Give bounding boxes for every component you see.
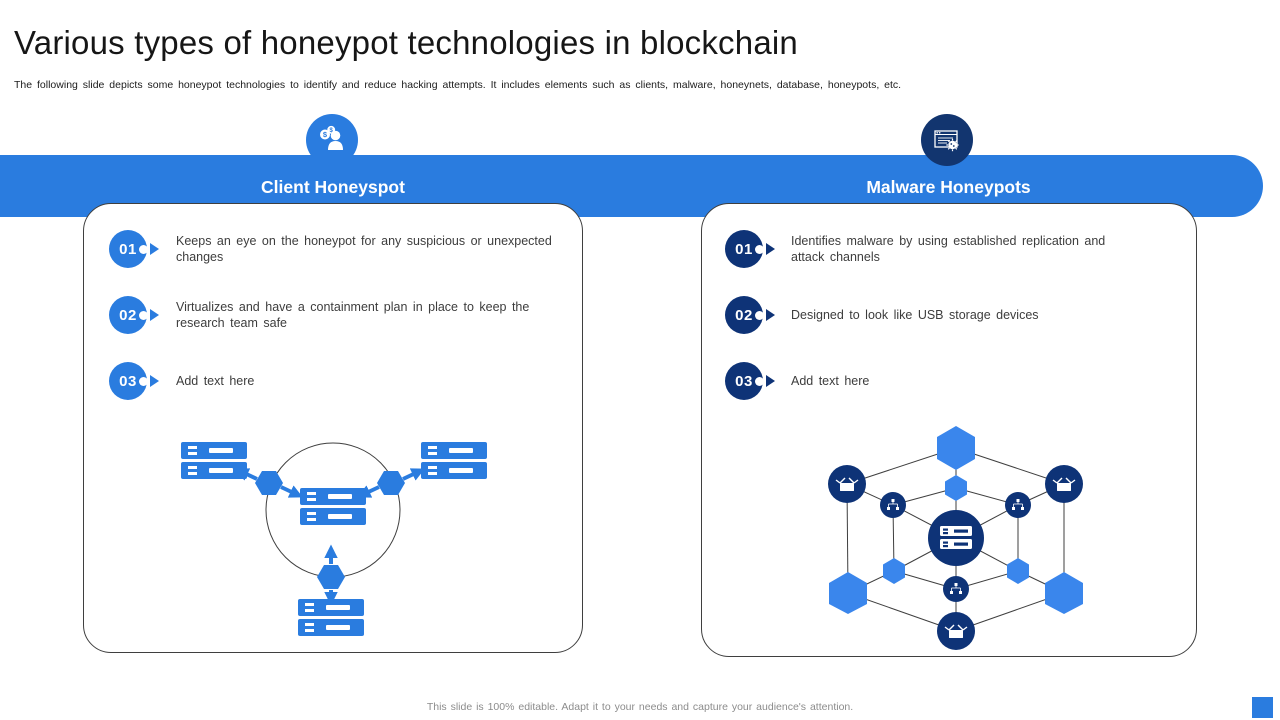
list-item: 03 Add text here — [725, 362, 1185, 400]
step-number: 03 — [735, 372, 753, 390]
marker-dot — [755, 244, 764, 254]
server-stack-icons — [181, 442, 487, 636]
network-node-icons — [880, 492, 1031, 602]
svg-text:$: $ — [323, 130, 328, 139]
item-text: Keeps an eye on the honeypot for any sus… — [176, 233, 552, 265]
marker-dot — [139, 244, 148, 254]
step-number: 01 — [119, 240, 137, 258]
malware-honeypots-card: 01 Identifies malware by using establish… — [701, 203, 1197, 657]
item-text: Identifies malware by using established … — [791, 233, 1106, 265]
section-title-malware-honeypots: Malware Honeypots — [866, 177, 1031, 197]
step-number-badge: 01 — [109, 230, 159, 268]
list-item: 02 Designed to look like USB storage dev… — [725, 296, 1185, 334]
arrow-right-icon — [150, 309, 159, 321]
footer-note: This slide is 100% editable. Adapt it to… — [426, 701, 854, 713]
step-number: 01 — [735, 240, 753, 258]
hexagon-connector-icons — [235, 468, 425, 606]
central-server-icon — [928, 510, 984, 566]
malware-window-icon — [934, 130, 959, 152]
item-text: Add text here — [791, 373, 870, 388]
item-text: Add text here — [176, 373, 255, 388]
step-number: 02 — [735, 306, 753, 324]
svg-text:$: $ — [330, 128, 334, 134]
page-subtitle: The following slide depicts some honeypo… — [14, 79, 902, 91]
server-stack-details — [188, 446, 473, 632]
users-coins-icon: $ $ — [320, 125, 343, 150]
hexagon-icon — [255, 471, 283, 495]
hexagon-icon — [317, 565, 345, 589]
list-item: 03 Add text here — [109, 362, 564, 400]
malware-honeypot-diagram — [828, 426, 1083, 650]
client-honeyspot-card: 01 Keeps an eye on the honeypot for any … — [83, 203, 583, 653]
list-item: 02 Virtualizes and have a containment pl… — [109, 296, 564, 334]
arrow-right-icon — [766, 309, 775, 321]
step-number: 03 — [119, 372, 137, 390]
client-honeypot-diagram — [181, 442, 487, 636]
step-number: 02 — [119, 306, 137, 324]
hexagon-icon — [377, 471, 405, 495]
page-title: Various types of honeypot technologies i… — [14, 24, 798, 61]
marker-dot — [755, 376, 764, 386]
step-number-badge: 03 — [109, 362, 159, 400]
marker-dot — [139, 310, 148, 320]
item-text: Virtualizes and have a containment plan … — [176, 299, 530, 331]
step-number-badge: 01 — [725, 230, 775, 268]
list-item: 01 Keeps an eye on the honeypot for any … — [109, 230, 564, 268]
arrow-right-icon — [150, 375, 159, 387]
item-text: Designed to look like USB storage device… — [791, 307, 1039, 322]
client-honeyspot-badge: $ $ — [306, 114, 358, 166]
honeypot-box-node-icons — [828, 465, 1083, 650]
corner-accent-square — [1252, 697, 1273, 718]
malware-honeypots-badge — [921, 114, 973, 166]
marker-dot — [139, 376, 148, 386]
arrow-right-icon — [766, 243, 775, 255]
step-number-badge: 02 — [725, 296, 775, 334]
section-title-client-honeyspot: Client Honeyspot — [261, 177, 405, 197]
step-number-badge: 03 — [725, 362, 775, 400]
marker-dot — [755, 310, 764, 320]
hexagon-node-icons — [829, 426, 1083, 614]
arrow-right-icon — [150, 243, 159, 255]
list-item: 01 Identifies malware by using establish… — [725, 230, 1185, 268]
step-number-badge: 02 — [109, 296, 159, 334]
arrow-right-icon — [766, 375, 775, 387]
